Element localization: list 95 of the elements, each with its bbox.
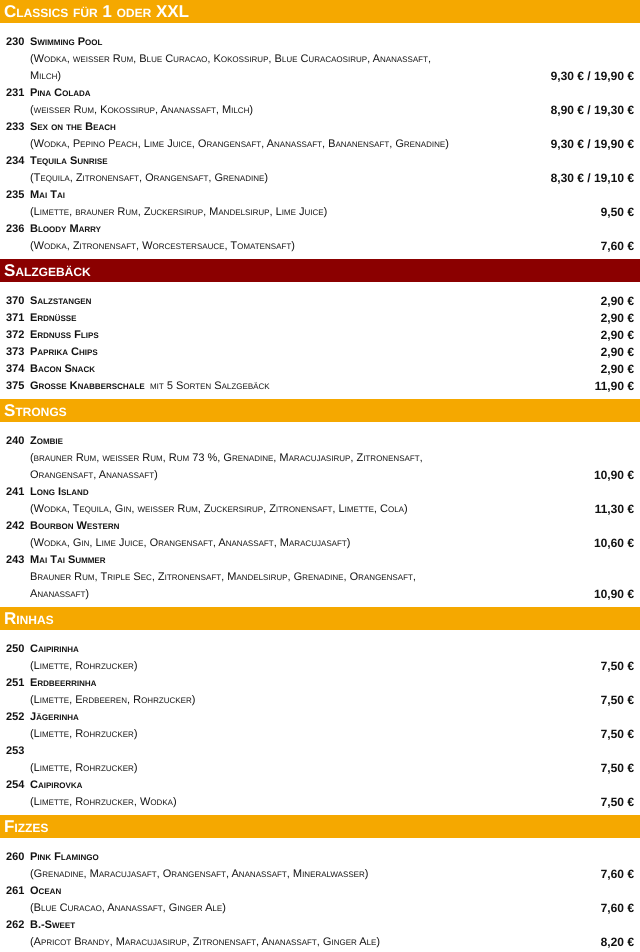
- item-number: 375: [6, 379, 24, 394]
- item-number: 230: [6, 35, 24, 50]
- price: 2,90 €: [600, 310, 634, 327]
- drink-name: Zombie: [30, 434, 63, 449]
- item-number: 236: [6, 222, 24, 237]
- drink-name: Bloody Marry: [30, 222, 101, 237]
- price: 7,50 €: [600, 794, 634, 811]
- drink-name: Tequila Sunrise: [30, 154, 108, 169]
- price: 7,50 €: [600, 692, 634, 709]
- drink-name: Caipirovka: [30, 778, 82, 793]
- price: 2,90 €: [600, 327, 634, 344]
- ingredient-list: (Wodka, Pepino Peach, Lime Juice, Orangensaft, Ananassaft, Bananensaft, Grenadine): [30, 136, 460, 153]
- ingredient-list: (Tequila, Zitronensaft, Orangensaft, Grenadine): [30, 170, 460, 187]
- item-number: 373: [6, 345, 24, 360]
- ingredient-list: (Wodka, Tequila, Gin, weißer Rum, Zuckersirup, Zitronensaft, Limette, Cola): [30, 501, 460, 518]
- item-number: 243: [6, 553, 24, 568]
- ingredient-list: (Limette, Rohrzucker): [30, 726, 460, 743]
- drink-name: Mai Tai: [30, 188, 65, 203]
- section-header: Classics für 1 oder XXL: [0, 0, 640, 23]
- ingredient-list: (Limette, Rohrzucker): [30, 658, 460, 675]
- price: 7,60 €: [600, 238, 634, 255]
- ingredient-list: (weißer Rum, Kokossirup, Ananassaft, Milch): [30, 102, 460, 119]
- drink-name: Long Island: [30, 485, 89, 500]
- item-number: 370: [6, 294, 24, 309]
- price: 2,90 €: [600, 361, 634, 378]
- item-number: 234: [6, 154, 24, 169]
- item-number: 261: [6, 884, 24, 899]
- price: 11,30 €: [594, 501, 634, 518]
- section-header: Strongs: [0, 399, 640, 422]
- ingredient-list: (Wodka, weißer Rum, Blue Curacao, Kokossirup, Blue Curacaosirup, Ananassaft, Milch): [30, 51, 460, 85]
- drink-name: Bourbon Western: [30, 519, 120, 534]
- ingredient-list: (Blue Curacao, Ananassaft, Ginger Ale): [30, 900, 460, 917]
- price: 7,50 €: [600, 658, 634, 675]
- price: 10,60 €: [594, 535, 634, 552]
- drink-name: Caipirinha: [30, 642, 79, 657]
- price: 8,90 € / 19,30 €: [550, 102, 634, 119]
- item-number: 242: [6, 519, 24, 534]
- item-number: 253: [6, 744, 24, 759]
- item-number: 235: [6, 188, 24, 203]
- ingredient-list: (brauner Rum, weißer Rum, Rum 73 %, Grenadine, Maracujasirup, Zitronensaft, Orangensaft, Ananassaft): [30, 450, 460, 484]
- item-number: 371: [6, 311, 24, 326]
- ingredient-list: (Wodka, Gin, Lime Juice, Orangensaft, Ananassaft, Maracujasaft): [30, 535, 460, 552]
- ingredient-list: Brauner Rum, Triple Sec, Zitronensaft, Mandelsirup, Grenadine, Orangensaft, Ananassaft): [30, 569, 460, 603]
- drink-name: Erdbeerrinha: [30, 676, 96, 691]
- drink-name: Bacon Snack: [30, 362, 96, 377]
- price: 9,50 €: [600, 204, 634, 221]
- ingredient-list: (Apricot Brandy, Maracujasirup, Zitronensaft, Ananassaft, Ginger Ale): [30, 934, 460, 951]
- drink-name: Erdnuss Flips: [30, 328, 99, 343]
- drink-name: Pina Colada: [30, 86, 91, 101]
- ingredient-list: (Wodka, Zitronensaft, Worcestersauce, Tomatensaft): [30, 238, 460, 255]
- item-number: 262: [6, 918, 24, 933]
- item-number: 251: [6, 676, 24, 691]
- item-number: 372: [6, 328, 24, 343]
- drink-name: Mai Tai Summer: [30, 553, 106, 568]
- price: 7,60 €: [600, 866, 634, 883]
- item-number: 250: [6, 642, 24, 657]
- drink-name: B.-Sweet: [30, 918, 76, 933]
- ingredient-list: (Limette, Rohrzucker, Wodka): [30, 794, 460, 811]
- price: 8,20 €: [600, 934, 634, 951]
- item-number: 240: [6, 434, 24, 449]
- drink-name: Erdnüsse: [30, 311, 76, 326]
- price: 10,90 €: [594, 467, 634, 484]
- price: 8,30 € / 19,10 €: [550, 170, 634, 187]
- drink-name: Ocean: [30, 884, 62, 899]
- ingredient-list: (Limette, brauner Rum, Zuckersirup, Mandelsirup, Lime Juice): [30, 204, 460, 221]
- drink-name: Sex on the Beach: [30, 120, 116, 135]
- price: 10,90 €: [594, 586, 634, 603]
- price: 7,50 €: [600, 760, 634, 777]
- section-header: Rinhas: [0, 607, 640, 630]
- item-number: 241: [6, 485, 24, 500]
- section-header: Salzgebäck: [0, 259, 640, 282]
- item-number: 260: [6, 850, 24, 865]
- item-number: 231: [6, 86, 24, 101]
- price: 9,30 € / 19,90 €: [550, 68, 634, 85]
- price: 7,60 €: [600, 900, 634, 917]
- item-number: 374: [6, 362, 24, 377]
- drink-name: Salzstangen: [30, 294, 92, 309]
- price: 2,90 €: [600, 344, 634, 361]
- ingredient-list: (Limette, Rohrzucker): [30, 760, 460, 777]
- price: 7,50 €: [600, 726, 634, 743]
- item-number: 254: [6, 778, 24, 793]
- section-header: Fizzes: [0, 815, 640, 838]
- drink-name: Pink Flamingo: [30, 850, 99, 865]
- drink-name: Jägerinha: [30, 710, 79, 725]
- drink-name: Große Knabberschale: [30, 379, 145, 394]
- item-note: mit 5 Sorten Salzgebäck: [150, 379, 270, 394]
- item-number: 252: [6, 710, 24, 725]
- ingredient-list: (Limette, Erdbeeren, Rohrzucker): [30, 692, 460, 709]
- price: 9,30 € / 19,90 €: [550, 136, 634, 153]
- item-number: 233: [6, 120, 24, 135]
- ingredient-list: (Grenadine, Maracujasaft, Orangensaft, Ananassaft, Mineralwasser): [30, 866, 460, 883]
- drink-name: Paprika Chips: [30, 345, 98, 360]
- price: 2,90 €: [600, 293, 634, 310]
- price: 11,90 €: [594, 378, 634, 395]
- drink-name: Swimming Pool: [30, 35, 102, 50]
